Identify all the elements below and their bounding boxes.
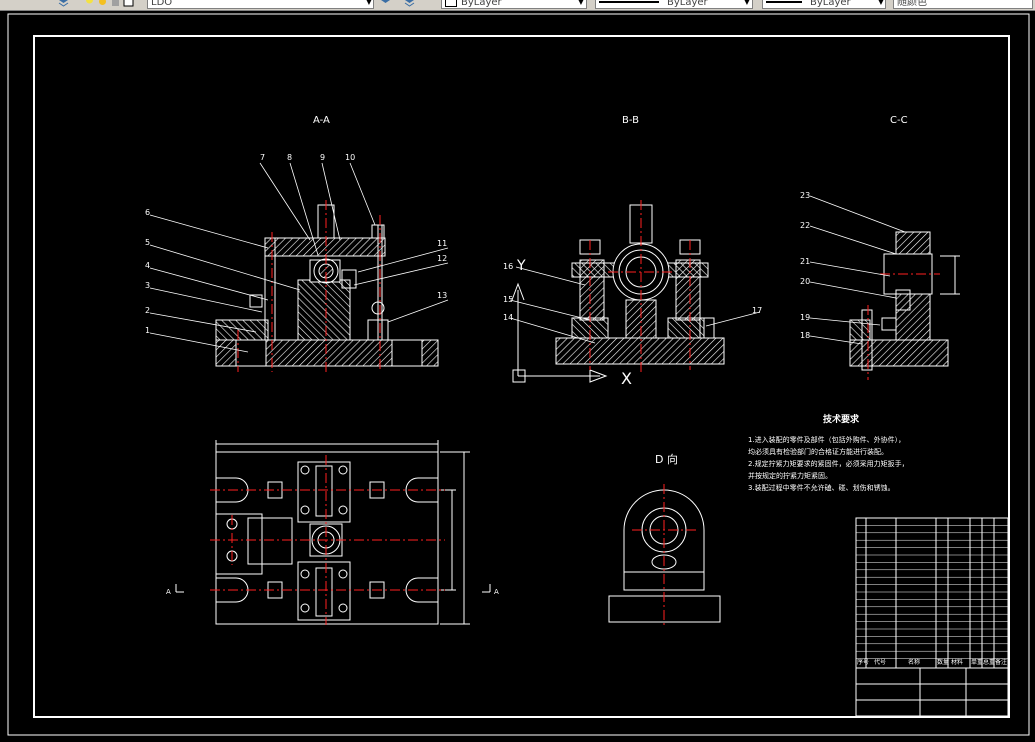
- aa-support-block: [297, 279, 351, 341]
- balloon-13: 13: [437, 291, 447, 300]
- color-dropdown-value: ByLayer: [461, 0, 502, 8]
- cc-base-plate: [849, 339, 949, 367]
- balloon-5: 5: [145, 238, 150, 247]
- bb-base-plate: [555, 337, 725, 365]
- linetype-dropdown[interactable]: ByLayer: [595, 0, 753, 9]
- balloon-12: 12: [437, 254, 447, 263]
- balloon-23: 23: [800, 191, 810, 200]
- aa-centerlines: [237, 200, 381, 372]
- tb-header-6: 总重: [983, 658, 995, 666]
- tech-req-line-2: 均必须具有检验部门的合格证方能进行装配。: [748, 447, 888, 456]
- sun-icon[interactable]: [97, 0, 108, 7]
- tb-header-2: 名称: [908, 658, 920, 666]
- plan-centerlines: [210, 455, 445, 625]
- balloon-18: 18: [800, 331, 810, 340]
- plotstyle-dropdown[interactable]: 随颜色: [893, 0, 1033, 9]
- tech-req-line-3: 2.规定拧紧力矩要求的紧固件，必须采用力矩扳手，: [748, 459, 909, 468]
- balloon-17: 17: [752, 306, 762, 315]
- balloon-7: 7: [260, 153, 265, 162]
- parts-list-rows: [856, 525, 1008, 659]
- view-label-aa: A-A: [313, 115, 330, 126]
- ucs-origin-box: [512, 369, 526, 383]
- layer-dropdown[interactable]: LDO: [147, 0, 374, 9]
- cc-balloons: 18 19 20 21 22 23: [800, 191, 810, 340]
- balloon-4: 4: [145, 261, 150, 270]
- cc-centerlines: [867, 273, 940, 380]
- tb-header-4: 材料: [951, 658, 963, 666]
- aa-leader-lines: [149, 162, 449, 353]
- tb-header-1: 代号: [874, 658, 886, 666]
- tb-header-5: 单重: [971, 658, 983, 666]
- properties-toolbar: LDO ▼ ByLayer ▼ ByLayer ▼ ByLayer ▼ 随颜色: [0, 0, 1035, 11]
- drawing-canvas[interactable]: A-A B-B C-C D 向: [0, 11, 1035, 742]
- aa-balloons: 1 2 3 4 5 6 7 8 9 10 11 12 13: [145, 153, 447, 335]
- plotstyle-dropdown-value: 随颜色: [897, 0, 927, 8]
- balloon-8: 8: [287, 153, 292, 162]
- view-label-d: D 向: [655, 452, 678, 466]
- tb-header-3: 数量: [937, 658, 949, 666]
- lineweight-dropdown-arrow-icon[interactable]: ▼: [877, 0, 885, 6]
- balloon-14: 14: [503, 313, 513, 322]
- sheet-inner-frame: [33, 35, 1010, 718]
- ucs-x-label: X: [621, 369, 632, 388]
- make-current-layer-icon[interactable]: [380, 0, 391, 7]
- cc-leader-lines: [809, 195, 906, 345]
- linetype-dropdown-arrow-icon[interactable]: ▼: [743, 0, 751, 6]
- title-block-headers: 序号 代号 名称 数量 材料 单重 总重 备注: [857, 658, 1007, 666]
- bb-centerlines: [589, 200, 691, 372]
- title-block: [855, 517, 1009, 717]
- technical-requirements: 技术要求 1.进入装配的零件及部件（包括外购件、外协件）， 均必须具有检验部门的…: [748, 413, 909, 492]
- balloon-11: 11: [437, 239, 447, 248]
- d-centerlines: [632, 484, 696, 625]
- tb-header-0: 序号: [857, 658, 869, 666]
- lock-icon[interactable]: [110, 0, 121, 7]
- layer-previous-icon[interactable]: [404, 0, 415, 7]
- lightbulb-icon[interactable]: [84, 0, 95, 7]
- layer-dropdown-value: LDO: [151, 0, 173, 8]
- balloon-22: 22: [800, 221, 810, 230]
- section-mark-left: A: [166, 588, 171, 596]
- tech-req-title: 技术要求: [823, 413, 860, 425]
- balloon-20: 20: [800, 277, 810, 286]
- sheet-outer-border: [7, 13, 1030, 736]
- section-view-aa: [215, 204, 439, 367]
- layer-dropdown-arrow-icon[interactable]: ▼: [365, 0, 373, 6]
- bb-balloons: 14 15 16 17: [503, 262, 762, 322]
- balloon-1: 1: [145, 326, 150, 335]
- color-swatch-icon: [123, 0, 134, 7]
- color-dropdown-arrow-icon[interactable]: ▼: [577, 0, 585, 6]
- tech-req-line-4: 并按规定的拧紧力矩紧固。: [748, 471, 832, 480]
- balloon-15: 15: [503, 295, 513, 304]
- section-cut-marks: [175, 584, 491, 593]
- lineweight-dropdown-value: ByLayer: [810, 0, 851, 8]
- tb-header-7: 备注: [995, 658, 1007, 666]
- linetype-dropdown-value: ByLayer: [667, 0, 708, 8]
- balloon-16: 16: [503, 262, 513, 271]
- lineweight-dropdown[interactable]: ByLayer: [762, 0, 886, 9]
- balloon-21: 21: [800, 257, 810, 266]
- balloon-3: 3: [145, 281, 150, 290]
- tech-req-line-5: 3.装配过程中零件不允许磕、碰、划伤和锈蚀。: [748, 483, 895, 492]
- color-dropdown[interactable]: ByLayer: [441, 0, 587, 9]
- section-mark-right: A: [494, 588, 499, 596]
- layer-manager-icon[interactable]: [58, 0, 69, 7]
- balloon-6: 6: [145, 208, 150, 217]
- view-label-cc: C-C: [890, 115, 908, 126]
- bb-leader-lines: [509, 266, 761, 344]
- balloon-19: 19: [800, 313, 810, 322]
- balloon-10: 10: [345, 153, 355, 162]
- balloon-9: 9: [320, 153, 325, 162]
- view-label-bb: B-B: [622, 115, 639, 126]
- balloon-2: 2: [145, 306, 150, 315]
- tech-req-line-1: 1.进入装配的零件及部件（包括外购件、外协件），: [748, 435, 905, 444]
- aa-clamp-arm: [264, 237, 386, 257]
- ucs-y-label: Y: [516, 258, 526, 274]
